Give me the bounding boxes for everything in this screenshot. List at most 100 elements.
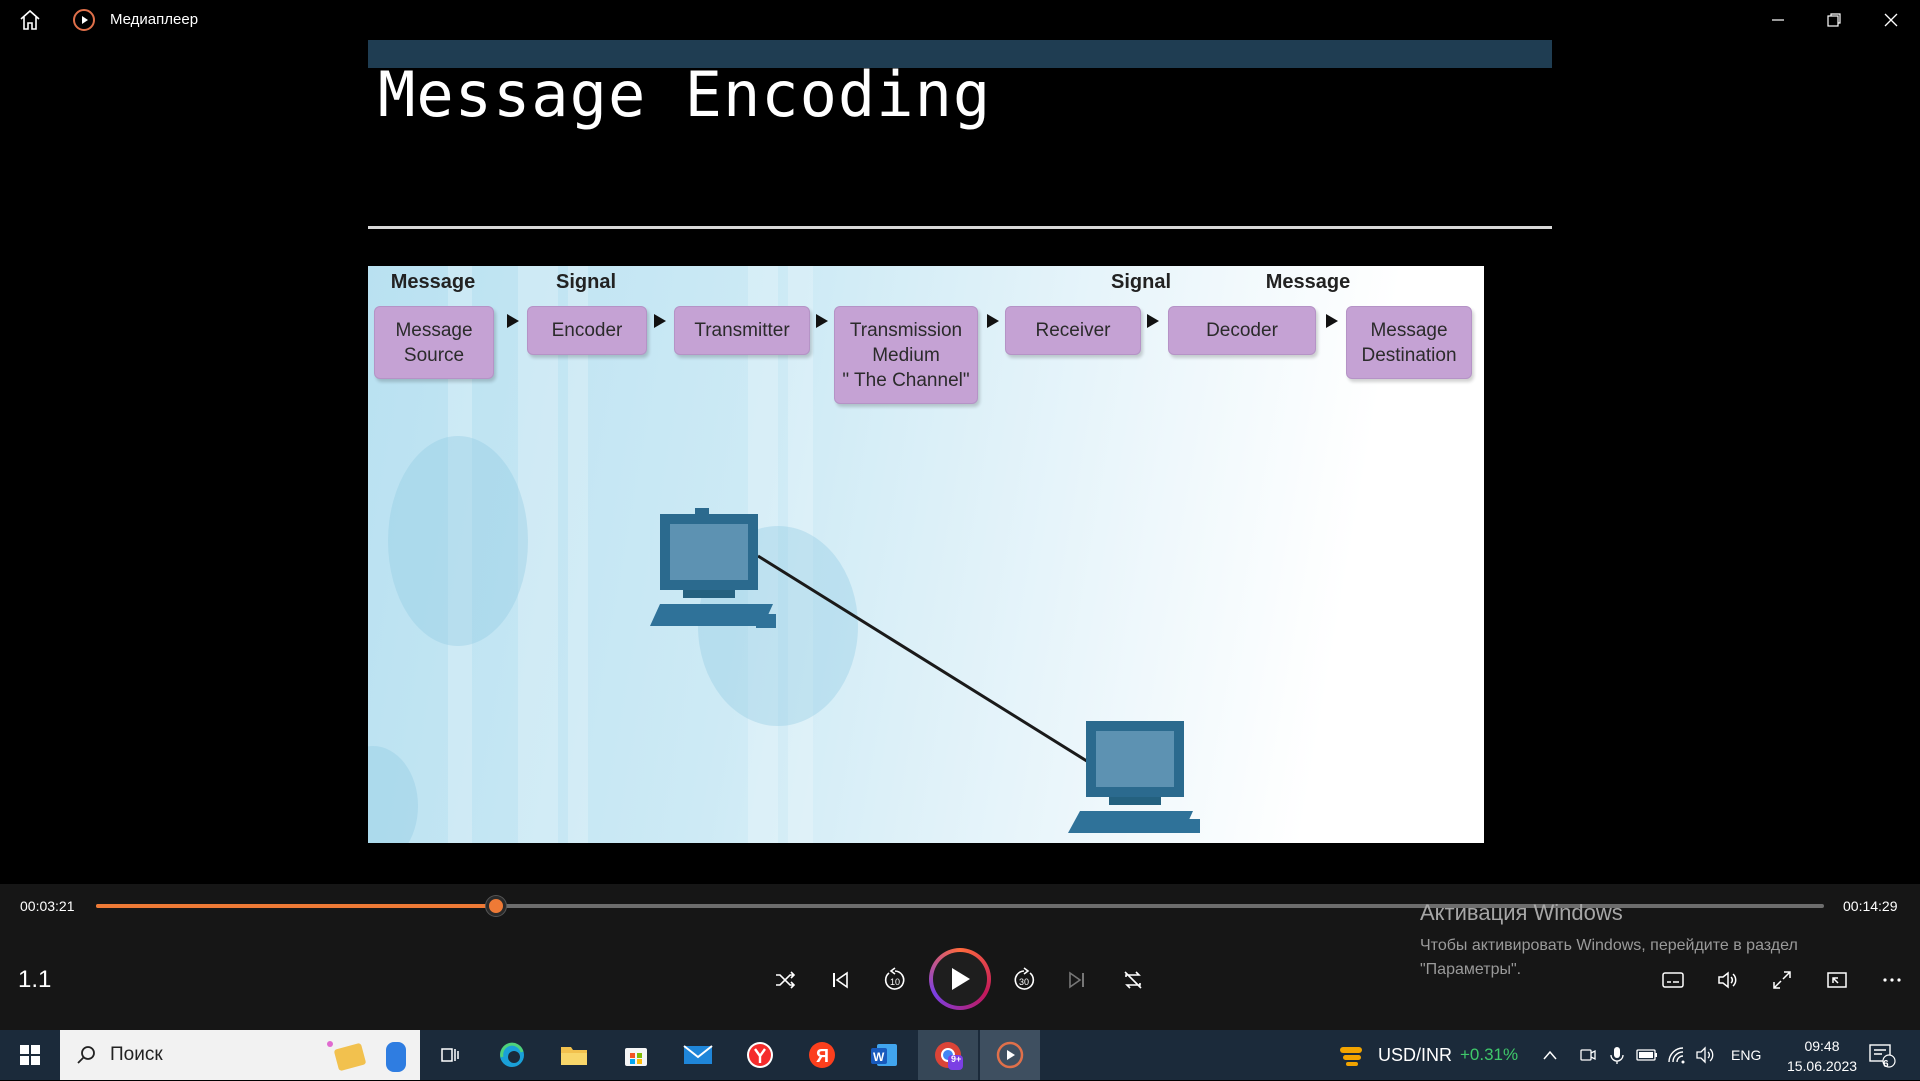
forward-30-icon: 30 — [1014, 967, 1035, 990]
shuffle-button[interactable] — [767, 962, 803, 998]
total-time: 00:14:29 — [1843, 898, 1898, 914]
svg-text:10: 10 — [890, 977, 900, 987]
forward-30-button[interactable]: 30 — [1006, 962, 1042, 998]
stage-message-destination: Message Destination — [1346, 306, 1472, 379]
captions-button[interactable] — [1655, 962, 1691, 998]
microsoft-store-icon[interactable] — [620, 1039, 652, 1071]
notifications-icon[interactable]: 6 — [1864, 1039, 1900, 1071]
activation-text: Чтобы активировать Windows, перейдите в … — [1420, 937, 1798, 978]
repeat-off-icon — [1124, 971, 1142, 989]
previous-button[interactable] — [822, 962, 858, 998]
slide-title: Message Encoding — [378, 58, 992, 131]
fullscreen-icon — [1773, 971, 1791, 989]
app-title: Медиаплеер — [110, 11, 199, 28]
skip-forward-icon — [1069, 971, 1084, 989]
seek-bar[interactable] — [96, 896, 1824, 916]
current-time: 00:03:21 — [20, 898, 75, 914]
slide-divider — [368, 226, 1552, 229]
captions-icon — [1662, 972, 1684, 988]
flow-arrow — [507, 314, 519, 328]
stage-decoder: Decoder — [1168, 306, 1316, 355]
word-icon[interactable]: W — [868, 1039, 900, 1071]
header-signal-left: Signal — [555, 271, 616, 293]
communication-diagram: Message Signal Signal Message Message So… — [368, 266, 1484, 843]
battery-icon[interactable] — [1635, 1039, 1659, 1071]
stage-message-source: Message Source — [374, 306, 494, 379]
taskbar-search[interactable]: Поиск — [60, 1030, 420, 1080]
task-view-icon[interactable] — [434, 1039, 466, 1071]
search-highlight-icon — [322, 1034, 414, 1076]
media-player-icon — [72, 8, 96, 32]
stage-receiver: Receiver — [1005, 306, 1141, 355]
speaker-icon[interactable] — [1694, 1039, 1718, 1071]
svg-text:W: W — [873, 1050, 885, 1064]
camera-icon[interactable] — [1577, 1039, 1599, 1071]
playback-speed[interactable]: 1.1 — [18, 966, 52, 993]
chrome-icon[interactable]: 9+ — [932, 1039, 964, 1071]
seek-thumb[interactable] — [485, 896, 506, 916]
activation-title: Активация Windows — [1420, 900, 1623, 925]
computer-icon — [650, 508, 776, 628]
input-language[interactable]: ENG — [1731, 1047, 1762, 1063]
title-bar: Медиаплеер — [0, 0, 1920, 40]
stage-encoder: Encoder — [527, 306, 647, 355]
computer-icon — [1068, 721, 1200, 833]
header-message-left: Message — [390, 271, 476, 293]
next-button[interactable] — [1059, 962, 1095, 998]
skip-back-icon — [833, 971, 848, 989]
rewind-10-icon: 10 — [884, 967, 905, 990]
notification-badge: 9+ — [951, 1054, 962, 1064]
slide-top-bar — [368, 40, 1552, 68]
flow-arrow — [1147, 314, 1159, 328]
more-options-button[interactable] — [1874, 962, 1910, 998]
stage-transmission-medium: Transmission Medium " The Channel" — [834, 306, 978, 404]
yandex-browser-icon[interactable] — [744, 1039, 776, 1071]
stage-transmitter: Transmitter — [674, 306, 810, 355]
play-button[interactable] — [929, 948, 991, 1010]
mini-player-icon — [1827, 972, 1847, 988]
flow-arrow — [654, 314, 666, 328]
ticker-change: +0.31% — [1460, 1045, 1519, 1064]
flow-arrow — [987, 314, 999, 328]
mail-icon[interactable] — [682, 1039, 714, 1071]
repeat-button[interactable] — [1115, 962, 1151, 998]
search-placeholder: Поиск — [110, 1044, 163, 1065]
clock-time: 09:48 — [1804, 1038, 1840, 1054]
network-illustration — [650, 508, 1200, 833]
yandex-icon[interactable]: Я — [806, 1039, 838, 1071]
close-button[interactable] — [1871, 6, 1911, 34]
microphone-icon[interactable] — [1606, 1039, 1628, 1071]
taskbar: Поиск Я W 9+ USD/INR +0.31% — [0, 1030, 1920, 1080]
start-button[interactable] — [10, 1040, 50, 1070]
player-controls: 00:03:21 00:14:29 1.1 10 30 — [0, 884, 1920, 1030]
flow-arrow — [816, 314, 828, 328]
fullscreen-button[interactable] — [1764, 962, 1800, 998]
edge-browser-icon[interactable] — [496, 1039, 528, 1071]
show-hidden-icons[interactable] — [1539, 1039, 1561, 1071]
minimize-button[interactable] — [1758, 6, 1798, 34]
video-frame[interactable]: Message Encoding Message Signal Signal M… — [0, 40, 1920, 884]
volume-button[interactable] — [1710, 962, 1746, 998]
media-player-taskbar-icon[interactable] — [994, 1039, 1026, 1071]
mini-player-button[interactable] — [1819, 962, 1855, 998]
search-icon — [77, 1046, 95, 1064]
windows-logo-icon — [20, 1045, 40, 1065]
play-icon — [952, 968, 970, 990]
svg-text:Я: Я — [816, 1046, 829, 1066]
weather-icon[interactable] — [1335, 1040, 1367, 1072]
header-message-right: Message — [1265, 271, 1351, 293]
ticker-label[interactable]: USD/INR — [1378, 1045, 1453, 1065]
svg-text:30: 30 — [1019, 977, 1029, 987]
file-explorer-icon[interactable] — [558, 1039, 590, 1071]
clock[interactable]: 09:48 15.06.2023 — [1775, 1036, 1869, 1076]
wifi-icon[interactable] — [1665, 1039, 1689, 1071]
home-icon[interactable] — [18, 8, 42, 32]
seek-progress — [96, 904, 496, 908]
more-icon — [1883, 978, 1901, 982]
volume-icon — [1718, 971, 1737, 989]
shuffle-icon — [776, 971, 796, 989]
header-signal-right: Signal — [1110, 271, 1171, 293]
restore-button[interactable] — [1814, 6, 1854, 34]
clock-date: 15.06.2023 — [1786, 1058, 1858, 1074]
rewind-10-button[interactable]: 10 — [877, 962, 913, 998]
